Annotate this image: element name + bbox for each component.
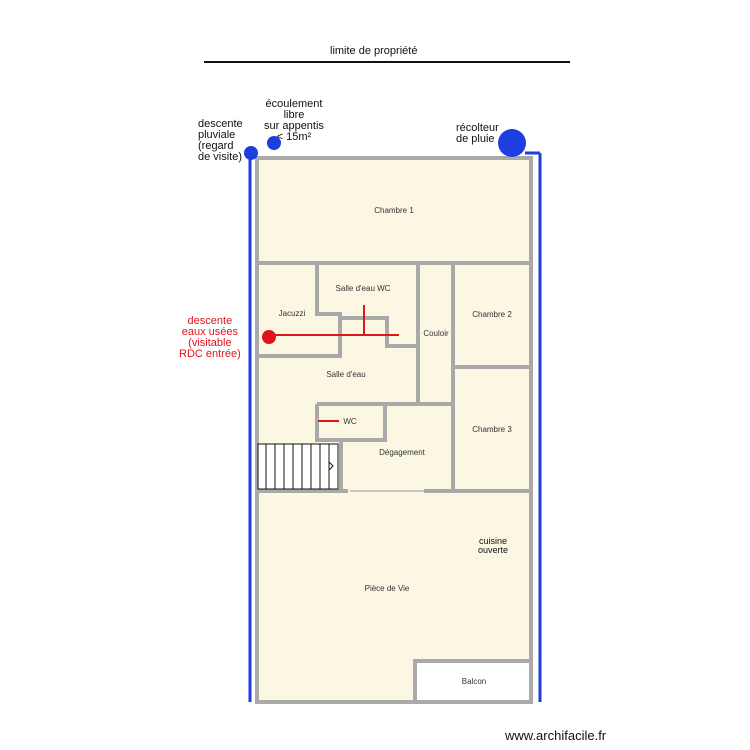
stair-direction-arrow bbox=[328, 461, 334, 471]
staircase bbox=[257, 443, 339, 490]
room-chambre3: Chambre 3 bbox=[472, 425, 512, 434]
rain-collector-label: récolteur de pluie bbox=[456, 122, 499, 145]
wall-wc bbox=[315, 404, 387, 442]
room-piece-de-vie: Pièce de Vie bbox=[364, 584, 410, 593]
room-chambre2: Chambre 2 bbox=[472, 310, 512, 319]
room-jacuzzi: Jacuzzi bbox=[278, 309, 306, 318]
room-salle-eau-wc: Salle d'eau WC bbox=[335, 284, 391, 293]
rain-collector-icon bbox=[498, 129, 526, 157]
room-wc: WC bbox=[343, 417, 357, 426]
open-kitchen-label: cuisine ouverte bbox=[478, 536, 509, 555]
downspout-label: descente pluviale (regard de visite) bbox=[198, 118, 243, 163]
wall-salle-eau-wc bbox=[257, 263, 342, 358]
room-chambre1: Chambre 1 bbox=[374, 206, 414, 215]
free-flow-label: écoulement libre sur appentis < 15m² bbox=[264, 98, 324, 143]
room-degagement: Dégagement bbox=[379, 448, 425, 457]
room-couloir: Couloir bbox=[423, 329, 449, 338]
floor-area bbox=[257, 158, 531, 702]
outer-wall bbox=[255, 156, 533, 704]
property-limit-label: limite de propriété bbox=[330, 45, 418, 57]
wall-balcon bbox=[413, 659, 531, 702]
walls bbox=[255, 156, 533, 704]
free-flow-icon bbox=[267, 136, 281, 150]
waste-downpipe-icon bbox=[262, 330, 276, 344]
room-salle-eau: Salle d'eau bbox=[326, 370, 366, 379]
balcony-floor bbox=[415, 661, 531, 702]
watermark: www.archifacile.fr bbox=[505, 728, 607, 743]
room-balcon: Balcon bbox=[461, 677, 487, 686]
waste-downpipe-label: descente eaux usées (visitable RDC entré… bbox=[179, 315, 241, 360]
staircase-outline bbox=[257, 443, 339, 490]
downspout-icon bbox=[244, 146, 258, 160]
